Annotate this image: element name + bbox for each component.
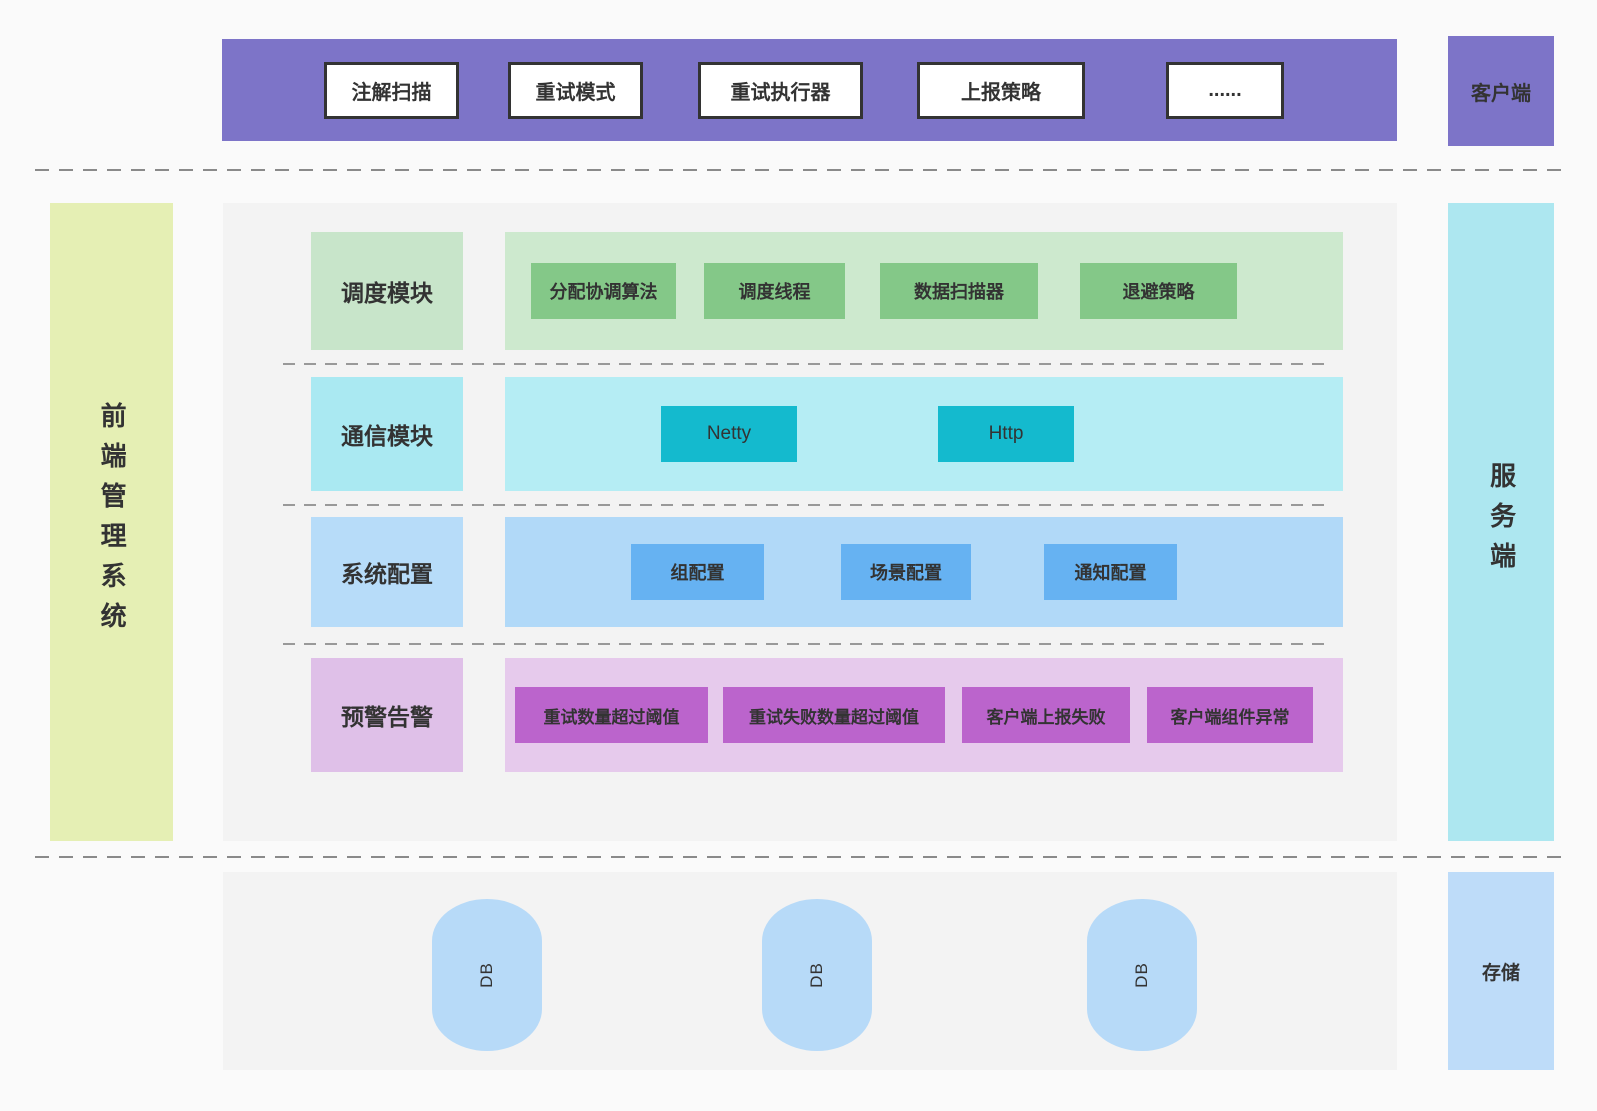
db-label: DB: [1132, 962, 1151, 988]
row-panel-alerting: 重试数量超过阈值 重试失败数量超过阈值 客户端上报失败 客户端组件异常: [505, 658, 1343, 772]
row-divider: [283, 643, 1327, 645]
server-side-bar: 服务端: [1448, 203, 1554, 841]
layer-divider-top: [35, 169, 1562, 171]
node-retry-count-over-threshold: 重试数量超过阈值: [515, 687, 708, 743]
db-cylinder: DB: [1087, 899, 1197, 1051]
layer-divider-bottom: [35, 856, 1562, 858]
db-cylinder: DB: [762, 899, 872, 1051]
node-retry-failure-count-over-threshold: 重试失败数量超过阈值: [723, 687, 945, 743]
module-retry-mode: 重试模式: [508, 61, 643, 119]
row-panel-scheduler: 分配协调算法 调度线程 数据扫描器 退避策略: [505, 232, 1343, 350]
storage-panel: DB DB DB: [223, 872, 1397, 1070]
client-side-label: 客户端: [1448, 36, 1554, 146]
node-scene-config: 场景配置: [841, 544, 971, 600]
row-divider: [283, 504, 1327, 506]
node-group-config: 组配置: [631, 544, 764, 600]
db-cylinder: DB: [432, 899, 542, 1051]
row-divider: [283, 363, 1327, 365]
module-more: ......: [1166, 61, 1284, 119]
db-label: DB: [477, 962, 496, 988]
node-netty: Netty: [661, 406, 797, 462]
module-report-strategy: 上报策略: [917, 61, 1085, 119]
row-label-alerting: 预警告警: [311, 658, 463, 772]
module-annotation-scan: 注解扫描: [324, 61, 459, 119]
node-scheduler-thread: 调度线程: [704, 263, 845, 319]
storage-label-box: 存储: [1448, 872, 1554, 1070]
client-layer-bar: 注解扫描 重试模式 重试执行器 上报策略 ......: [222, 39, 1397, 141]
frontend-management-bar: 前端管理系统: [50, 203, 173, 841]
row-panel-system-config: 组配置 场景配置 通知配置: [505, 517, 1343, 627]
row-panel-communication: Netty Http: [505, 377, 1343, 491]
node-client-component-exception: 客户端组件异常: [1147, 687, 1313, 743]
row-label-scheduler: 调度模块: [311, 232, 463, 350]
row-label-communication: 通信模块: [311, 377, 463, 491]
node-http: Http: [938, 406, 1074, 462]
node-allocation-coordination-algorithm: 分配协调算法: [531, 263, 676, 319]
frontend-management-label: 前端管理系统: [97, 402, 128, 642]
server-side-label: 服务端: [1486, 462, 1517, 582]
node-client-report-failure: 客户端上报失败: [962, 687, 1130, 743]
module-retry-executor: 重试执行器: [698, 61, 863, 119]
node-notify-config: 通知配置: [1044, 544, 1177, 600]
node-data-scanner: 数据扫描器: [880, 263, 1038, 319]
node-backoff-strategy: 退避策略: [1080, 263, 1237, 319]
db-label: DB: [807, 962, 826, 988]
server-modules-panel: 调度模块 分配协调算法 调度线程 数据扫描器 退避策略 通信模块 Netty H…: [223, 203, 1397, 841]
row-label-system-config: 系统配置: [311, 517, 463, 627]
